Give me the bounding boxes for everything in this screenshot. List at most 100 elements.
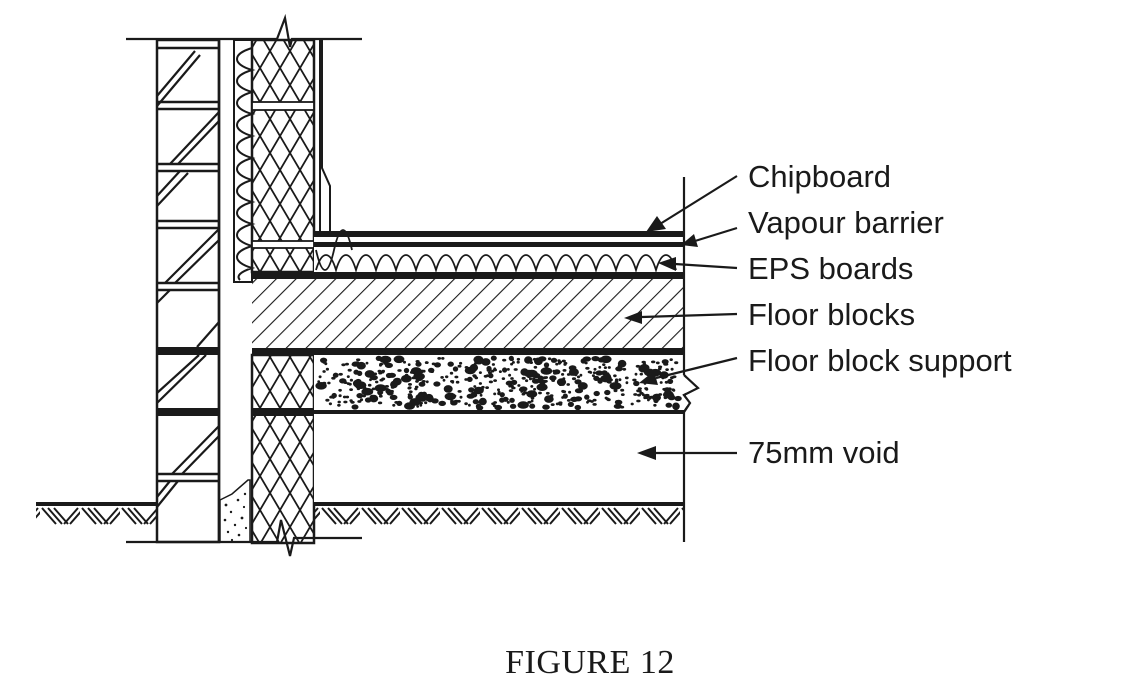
- void-space: [314, 414, 685, 503]
- aggregate-particle: [597, 378, 603, 384]
- aggregate-particle: [451, 380, 455, 384]
- label-eps-boards: EPS boards: [748, 251, 914, 286]
- aggregate-particle: [408, 383, 412, 386]
- aggregate-particle: [466, 393, 475, 399]
- aggregate-particle: [407, 386, 412, 390]
- aggregate-particle: [499, 392, 505, 398]
- aggregate-particle: [634, 372, 638, 376]
- aggregate-particle: [486, 369, 491, 372]
- aggregate-particle: [669, 358, 673, 361]
- label-vapour-barrier: Vapour barrier: [748, 205, 944, 240]
- aggregate-particle: [459, 361, 463, 365]
- aggregate-particle: [488, 380, 493, 384]
- aggregate-particle: [389, 394, 398, 400]
- aggregate-particle: [558, 361, 561, 365]
- aggregate-particle: [351, 361, 359, 367]
- aggregate-particle: [632, 378, 637, 382]
- aggregate-particle: [374, 384, 387, 392]
- aggregate-particle: [654, 395, 659, 399]
- aggregate-particle: [381, 377, 386, 381]
- aggregate-particle: [639, 364, 650, 372]
- eps-base-line: [252, 272, 685, 279]
- aggregate-particle: [616, 404, 620, 408]
- aggregate-particle: [566, 383, 570, 386]
- aggregate-particle: [651, 360, 656, 364]
- bottom-break-line: [126, 519, 362, 557]
- aggregate-particle: [620, 393, 625, 396]
- aggregate-particle: [473, 355, 484, 364]
- aggregate-particle: [508, 389, 514, 392]
- aggregate-particle: [383, 362, 388, 365]
- aggregate-particle: [613, 374, 617, 378]
- skirting-board: [319, 40, 331, 232]
- aggregate-particle: [438, 400, 447, 406]
- aggregate-particle: [567, 401, 575, 407]
- aggregate-particle: [538, 391, 542, 395]
- aggregate-particle: [658, 365, 663, 369]
- aggregate-particle: [357, 400, 362, 403]
- aggregate-particle: [662, 387, 667, 391]
- aggregate-particle: [670, 367, 674, 371]
- aggregate-particle: [609, 382, 622, 390]
- aggregate-particle: [452, 394, 457, 398]
- aggregate-particle: [425, 380, 429, 384]
- aggregate-particle: [497, 388, 500, 392]
- aggregate-particle: [547, 357, 552, 361]
- aggregate-particle: [645, 387, 649, 391]
- aggregate-particle: [450, 400, 458, 406]
- arrow-void: [637, 446, 737, 460]
- aggregate-particle: [327, 381, 331, 385]
- aggregate-particle: [499, 397, 505, 403]
- aggregate-particle: [494, 404, 503, 411]
- aggregate-particle: [521, 376, 526, 380]
- aggregate-particle: [615, 366, 623, 372]
- aggregate-particle: [346, 382, 351, 385]
- aggregate-particle: [511, 386, 516, 390]
- aggregate-particle: [371, 387, 376, 391]
- aggregate-particle: [530, 385, 534, 388]
- aggregate-particle: [403, 367, 410, 374]
- chipboard-layer: [314, 231, 685, 242]
- aggregate-particle: [518, 388, 523, 392]
- aggregate-particle: [339, 378, 347, 384]
- aggregate-particle: [331, 392, 337, 399]
- aggregate-particle: [530, 399, 534, 403]
- aggregate-particle: [606, 398, 611, 402]
- aggregate-particle: [566, 399, 571, 402]
- aggregate-particle: [538, 379, 547, 385]
- aggregate-particle: [365, 361, 369, 365]
- aggregate-particle: [529, 403, 536, 409]
- aggregate-particle: [491, 363, 495, 366]
- aggregate-particle: [343, 400, 348, 404]
- aggregate-particle: [615, 382, 619, 385]
- aggregate-particle: [576, 375, 581, 379]
- aggregate-particle: [556, 378, 567, 386]
- aggregate-particle: [543, 362, 550, 368]
- aggregate-particle: [410, 367, 422, 375]
- aggregate-particle: [568, 368, 579, 376]
- aggregate-particle: [444, 392, 456, 401]
- aggregate-particle: [337, 403, 341, 407]
- aggregate-particle: [510, 362, 514, 366]
- aggregate-particle: [485, 386, 489, 389]
- aggregate-particle: [604, 389, 611, 396]
- aggregate-particle: [521, 392, 526, 396]
- aggregate-particle: [540, 367, 553, 375]
- aggregate-particle: [647, 398, 650, 402]
- aggregate-particle: [509, 403, 517, 409]
- aggregate-particle: [454, 375, 459, 379]
- aggregate-particle: [378, 391, 384, 395]
- aggregate-particle: [528, 377, 533, 381]
- aggregate-particle: [639, 391, 644, 395]
- aggregate-particle: [322, 361, 327, 364]
- aggregate-particle: [624, 376, 629, 380]
- aggregate-particle: [595, 370, 603, 376]
- aggregate-particle: [418, 381, 426, 387]
- dpc-upper: [157, 347, 219, 355]
- aggregate-particle: [442, 378, 446, 382]
- aggregate-particle: [349, 388, 353, 391]
- aggregate-particle: [434, 362, 441, 368]
- aggregate-particle: [445, 375, 449, 379]
- aggregate-particle: [407, 363, 411, 366]
- aggregate-particle: [362, 394, 366, 398]
